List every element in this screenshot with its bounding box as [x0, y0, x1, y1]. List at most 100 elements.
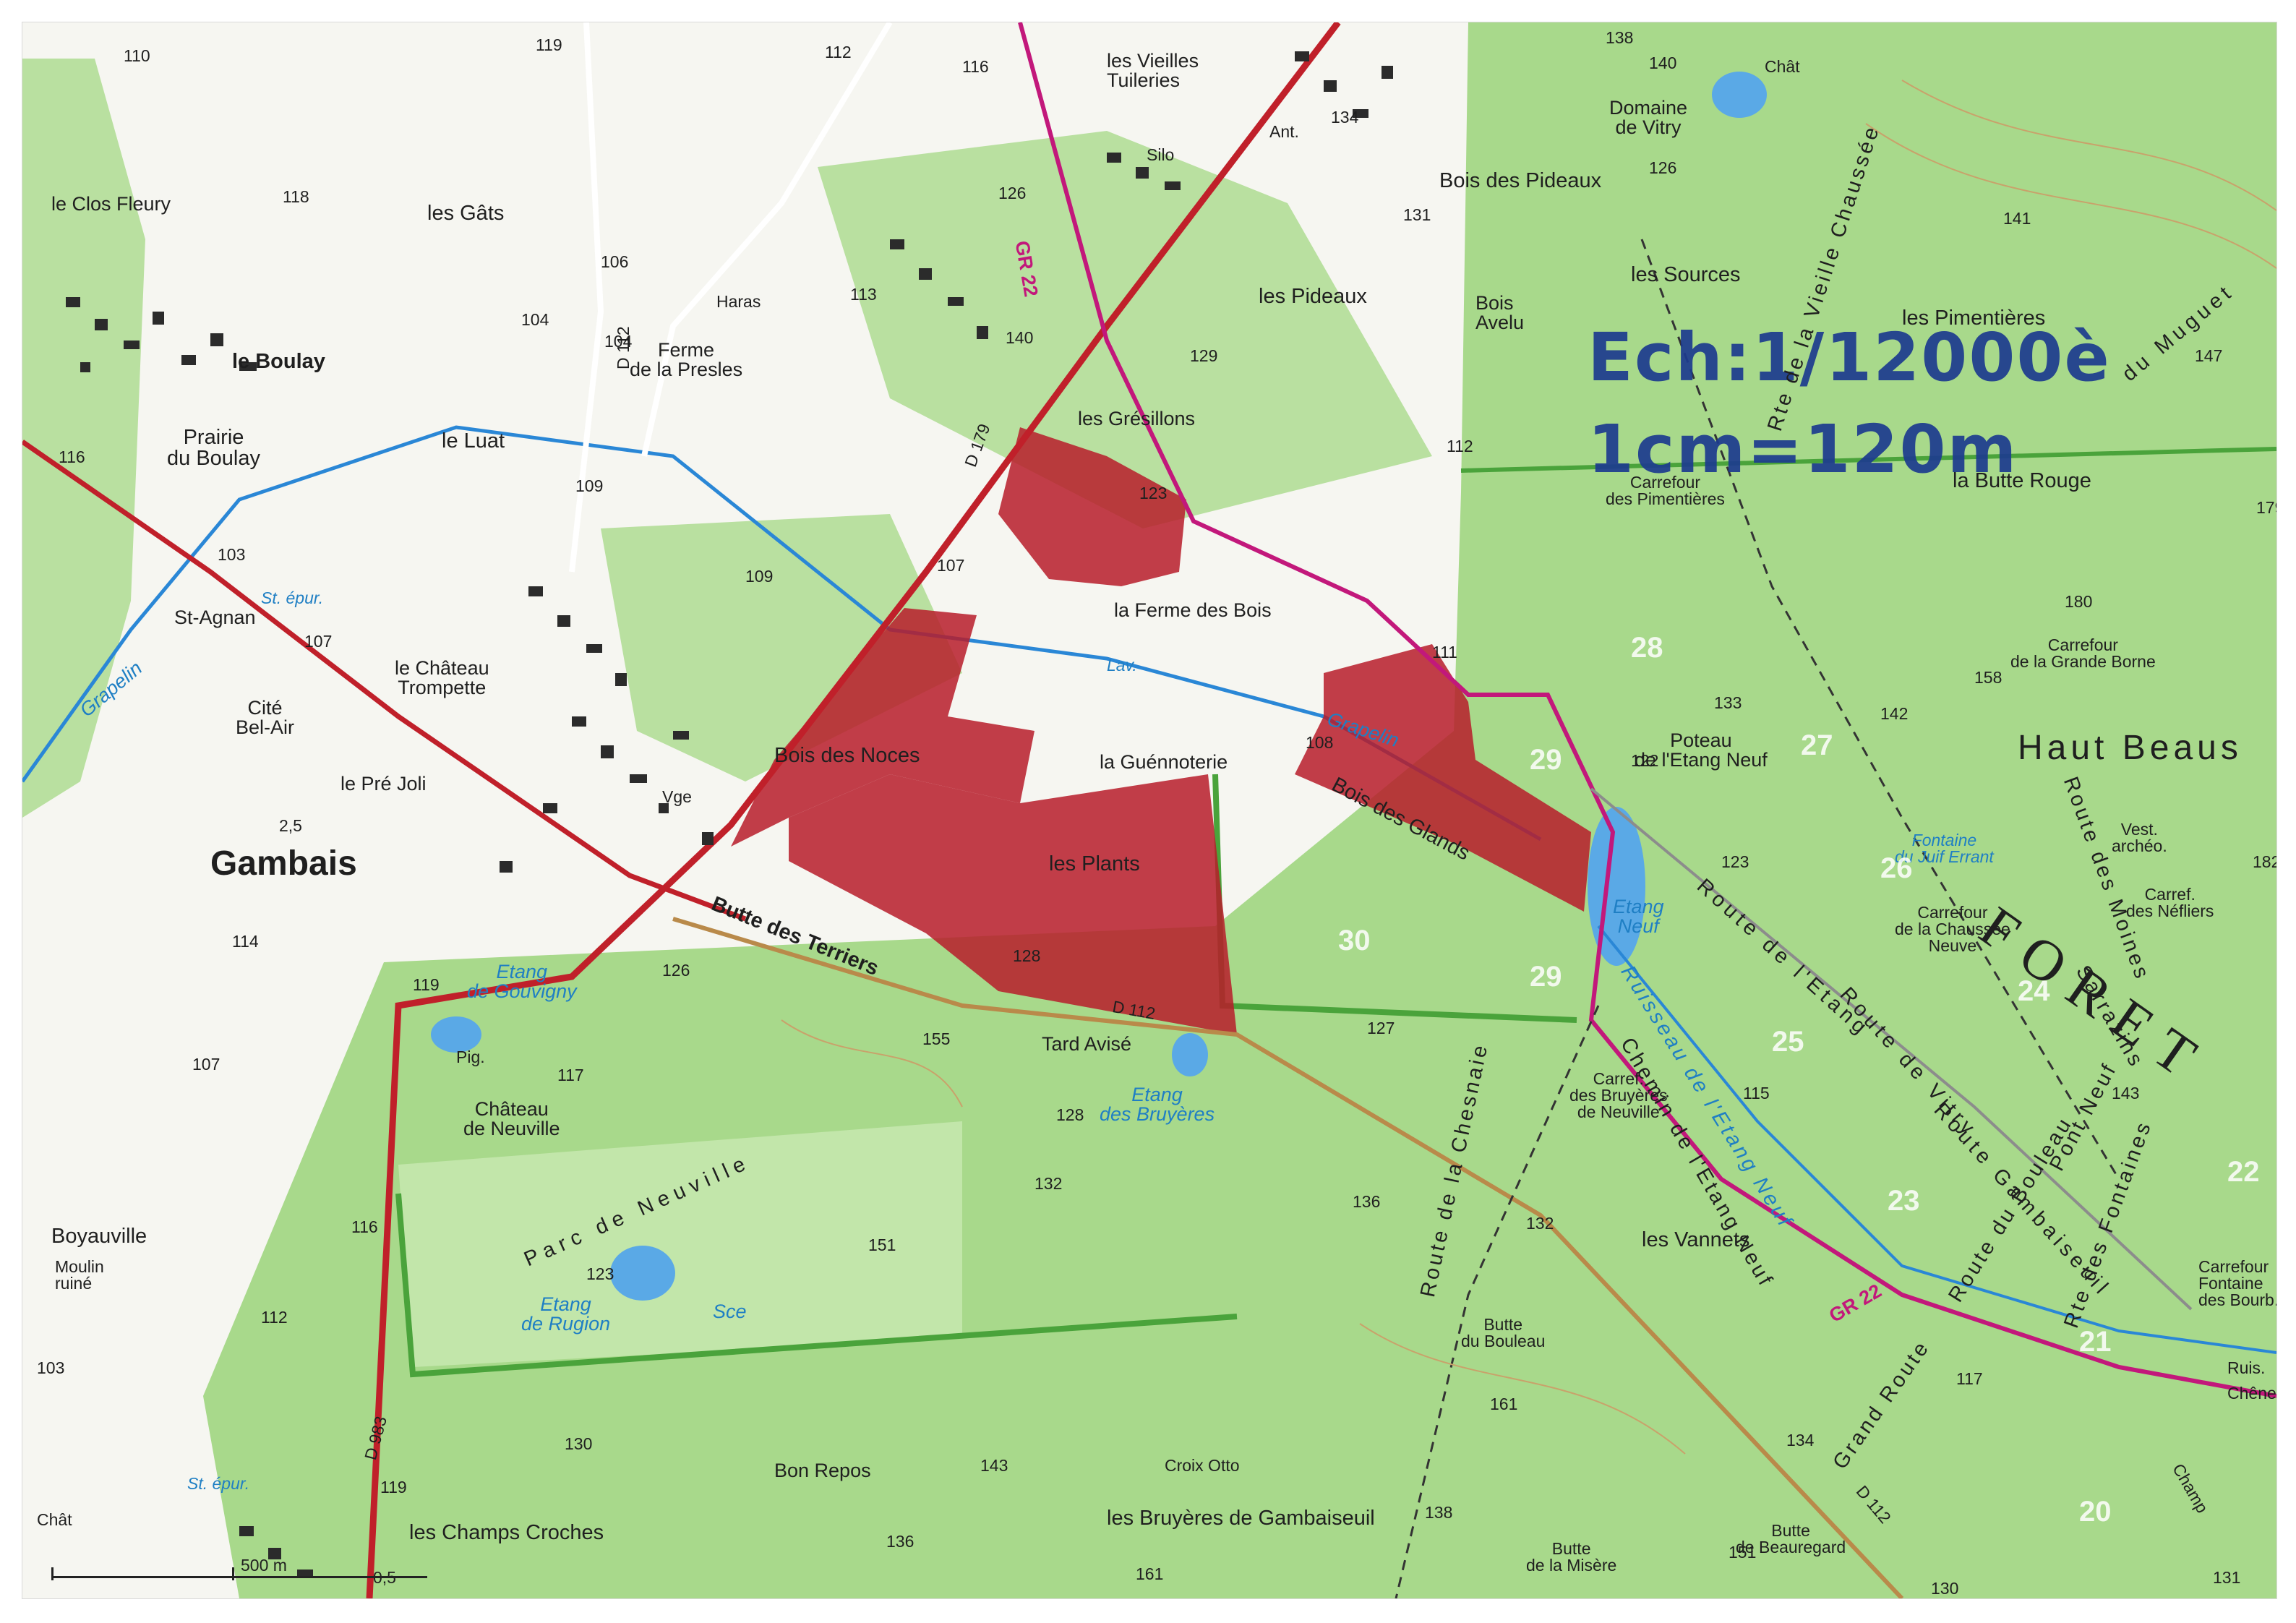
road-d179 — [366, 22, 1341, 1598]
elevation-label: 112 — [261, 1308, 288, 1327]
highlighted-parcel-bois-des-noces[interactable] — [731, 608, 1035, 847]
highlighted-parcel-bois-des-glands[interactable] — [1295, 644, 1591, 912]
elevation-label: 182 — [2253, 852, 2276, 871]
elevation-label: 130 — [565, 1434, 593, 1453]
etang-neuf-water — [1588, 807, 1645, 966]
forest-boundary-line — [1460, 447, 2276, 473]
contour-line — [1901, 80, 2276, 211]
elevation-label: 151 — [868, 1236, 896, 1254]
parcel-number: 29 — [1530, 961, 1562, 993]
place-label: Bois des Pideaux — [1439, 169, 1602, 192]
elevation-label: 117 — [1956, 1369, 1983, 1388]
forest-boundary-line — [395, 1193, 1238, 1378]
village-buildings — [66, 51, 1393, 1578]
elevation-label: 158 — [1974, 668, 2002, 687]
elevation-label: 126 — [1649, 158, 1677, 177]
place-label: les Vannets — [1642, 1228, 1750, 1251]
water-label: Etang de Rugion — [521, 1293, 611, 1335]
elevation-label: 129 — [1190, 346, 1218, 365]
distance-annotation: 1cm=120m — [1588, 411, 2018, 488]
scale-bar-tick — [232, 1567, 234, 1580]
forest-area-north-center — [818, 131, 1432, 528]
place-label: les Sources — [1631, 263, 1741, 286]
map-canvas[interactable] — [22, 22, 2276, 1598]
elevation-label: 134 — [1331, 108, 1359, 127]
water-label: Etang des Bruyères — [1100, 1084, 1215, 1125]
water-label: Lav. — [1107, 656, 1137, 675]
place-label: Vge — [662, 787, 692, 806]
road-route-chesnaie — [1395, 1005, 1600, 1598]
elevation-label: 109 — [575, 476, 604, 495]
road-white-north — [641, 22, 893, 457]
elevation-label: 179 — [2256, 498, 2276, 517]
elevation-label: 123 — [1139, 484, 1168, 502]
elevation-label: 116 — [962, 57, 989, 76]
place-label: Chêne — [2227, 1384, 2276, 1403]
gr22-trail — [1018, 22, 2276, 1398]
elevation-label: 116 — [351, 1217, 378, 1236]
elevation-label: 115 — [1743, 1084, 1770, 1102]
road-route-etang — [1590, 787, 2193, 1311]
place-label: Poteau de l'Etang Neuf — [1635, 729, 1768, 771]
elevation-label: 161 — [1136, 1564, 1164, 1583]
elevation-label: 2,5 — [279, 816, 302, 835]
water-label: Sce — [713, 1301, 747, 1322]
elevation-label: 118 — [283, 187, 309, 206]
elevation-label: 132 — [1035, 1174, 1063, 1193]
highlighted-parcel-gresillons[interactable] — [998, 427, 1186, 586]
elevation-label: 143 — [980, 1456, 1008, 1475]
etang-de-rugion-water — [610, 1246, 675, 1301]
place-label: Boyauville — [51, 1225, 147, 1248]
water-label: Etang de Gouvigny — [467, 961, 577, 1002]
elevation-label: 133 — [1714, 693, 1742, 712]
elevation-label: 119 — [413, 975, 440, 994]
parcel-number: 27 — [1801, 729, 1833, 761]
elevation-label: 107 — [304, 632, 333, 651]
elevation-label: 141 — [2003, 209, 2031, 228]
elevation-label: 119 — [380, 1478, 407, 1496]
place-label: la Guénnoterie — [1100, 751, 1228, 773]
elevation-label: 128 — [1056, 1105, 1084, 1124]
place-label: Cité Bel-Air — [236, 697, 295, 738]
elevation-label: 122 — [1631, 751, 1659, 770]
elevation-label: 126 — [662, 961, 690, 980]
elevation-label: 116 — [59, 447, 85, 466]
elevation-label: 107 — [937, 556, 965, 575]
topographic-map[interactable]: Ech:1/12000è 1cm=120m les Vieilles Tuile… — [22, 22, 2277, 1599]
elevation-label: 130 — [1931, 1579, 1959, 1598]
place-label: Bois des Noces — [774, 744, 920, 767]
place-label: Carrefour Fontaine des Bourb. — [2198, 1257, 2277, 1309]
elevation-label: 161 — [1490, 1395, 1518, 1413]
place-label: Château de Neuville — [463, 1098, 560, 1139]
highlighted-parcel-les-plants[interactable] — [789, 774, 1237, 1035]
place-label: le Boulay — [232, 350, 325, 373]
parcel-number: 26 — [1880, 852, 1913, 884]
place-label: les Champs Croches — [409, 1521, 604, 1544]
place-label: les Gâts — [427, 202, 505, 225]
elevation-label: 142 — [1880, 704, 1909, 723]
place-label: Bon Repos — [774, 1460, 871, 1481]
place-label: les Bruyères de Gambaiseuil — [1107, 1507, 1375, 1530]
elevation-label: 143 — [2112, 1084, 2140, 1102]
place-label: le Luat — [442, 429, 505, 453]
elevation-label: 131 — [1403, 205, 1431, 224]
place-label: Butte de Beauregard — [1736, 1521, 1846, 1556]
parcel-number: 20 — [2079, 1496, 2112, 1528]
forest-area-northeast — [1179, 22, 2276, 1598]
etang-des-bruyeres-water — [1172, 1033, 1208, 1076]
place-label: les Grésillons — [1078, 408, 1196, 429]
elevation-label: 103 — [37, 1358, 65, 1377]
elevation-label: 147 — [2195, 346, 2223, 365]
elevation-label: 126 — [998, 184, 1027, 202]
place-label: Haras — [716, 292, 761, 311]
place-label: St-Agnan — [174, 607, 256, 628]
water-label: Etang Neuf — [1613, 896, 1664, 937]
place-label: Chât — [37, 1510, 72, 1529]
elevation-label: 140 — [1649, 53, 1677, 72]
parcel-number: 29 — [1530, 744, 1562, 776]
elevation-label: 138 — [1606, 28, 1634, 47]
scale-annotation: Ech:1/12000è — [1588, 319, 2111, 396]
place-label: Butte du Bouleau — [1461, 1315, 1546, 1350]
elevation-label: 106 — [601, 252, 629, 271]
place-label: Moulin ruiné — [55, 1257, 104, 1293]
